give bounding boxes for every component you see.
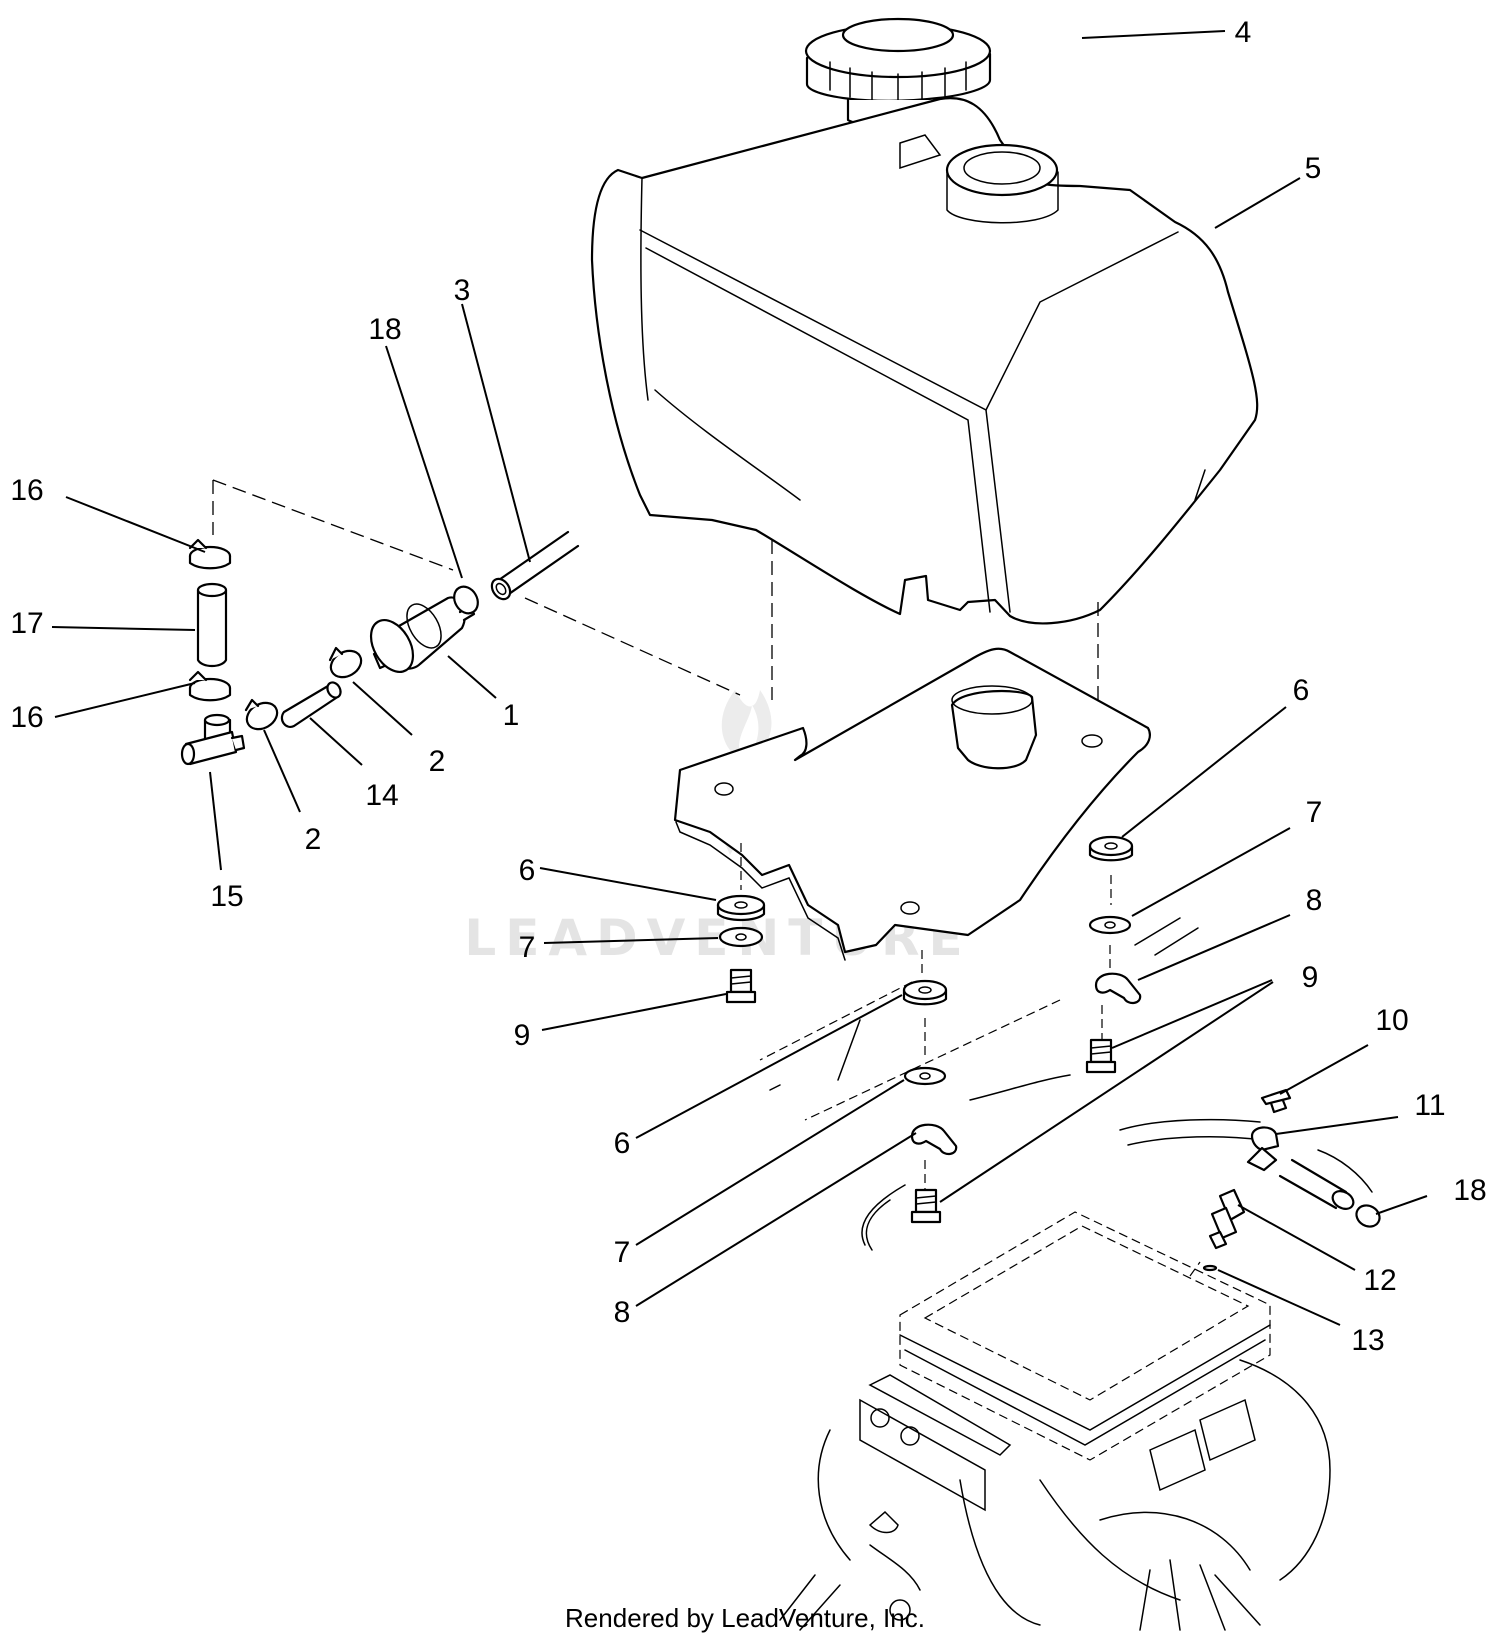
fuel-filter [369,596,476,673]
callout-9-right: 9 [1302,961,1319,994]
hose-clamp-18-right [1355,1204,1381,1228]
callout-7-left: 7 [519,931,536,964]
callout-9-left: 9 [514,1019,531,1052]
callout-12: 12 [1363,1264,1396,1297]
callout-13: 13 [1351,1324,1384,1357]
callout-6-bottom: 6 [614,1127,631,1160]
callout-3: 3 [454,274,471,307]
hose-clamp-upper [188,538,232,570]
bolt-center [910,1188,942,1224]
callout-17: 17 [10,607,43,640]
o-ring-13 [1202,1264,1218,1272]
grommet-center [902,979,948,1006]
hose-17 [196,582,228,668]
fuel-hose-right [1278,1149,1373,1210]
callout-2-left: 2 [305,823,322,856]
fuel-tank [590,97,1259,625]
callout-7-right: 7 [1306,796,1323,829]
callout-16-top: 16 [10,474,43,507]
grommet-right-top [1088,835,1134,862]
phantom-frame-outline [759,917,1263,1251]
washer-left [718,926,764,948]
callout-11: 11 [1414,1089,1445,1122]
engine-phantom [779,1211,1331,1631]
washer-center [903,1066,947,1086]
shutoff-valve [180,713,246,766]
fuel-line-guide-to-plate [524,597,741,696]
leader-lines [51,30,1428,1326]
callout-4: 4 [1235,16,1252,49]
hose-14 [280,681,342,728]
callout-18-top: 18 [368,313,401,346]
callout-18-right: 18 [1453,1174,1486,1207]
hose-clamp-2-lower [244,698,279,731]
tank-mounting-plate [673,647,1151,961]
p-clip-right [1094,972,1142,1005]
fuel-line-3 [490,530,580,601]
callout-10: 10 [1375,1004,1408,1037]
callout-14: 14 [365,779,398,812]
callout-2-right: 2 [429,745,446,778]
callout-8-bottom: 8 [614,1296,631,1329]
grommet-left [716,894,766,922]
washer-right [1088,915,1132,935]
screw-10 [1260,1088,1292,1114]
callout-6-right: 6 [1293,674,1310,707]
hose-clamp-2-upper [328,646,363,679]
callout-1: 1 [503,699,520,732]
hose-clamp-lower [188,670,232,702]
render-credit: Rendered by LeadVenture, Inc. [565,1603,925,1633]
callout-16-bottom: 16 [10,701,43,734]
clamp-11 [1246,1126,1280,1172]
callouts: 4 5 3 18 16 17 16 1 2 14 2 15 6 7 8 9 6 … [10,16,1486,1357]
callout-6-left: 6 [519,854,536,887]
bolt-right [1085,1038,1117,1074]
fuel-line-guide-diagonal [212,479,454,571]
callout-15: 15 [210,880,243,913]
hose-clamp-18-upper [453,585,479,615]
callout-7-bottom: 7 [614,1236,631,1269]
callout-8-right: 8 [1306,884,1323,917]
bolt-left [725,968,757,1004]
fitting-12 [1208,1188,1246,1250]
p-clip-center [910,1123,958,1156]
callout-5: 5 [1305,152,1322,185]
